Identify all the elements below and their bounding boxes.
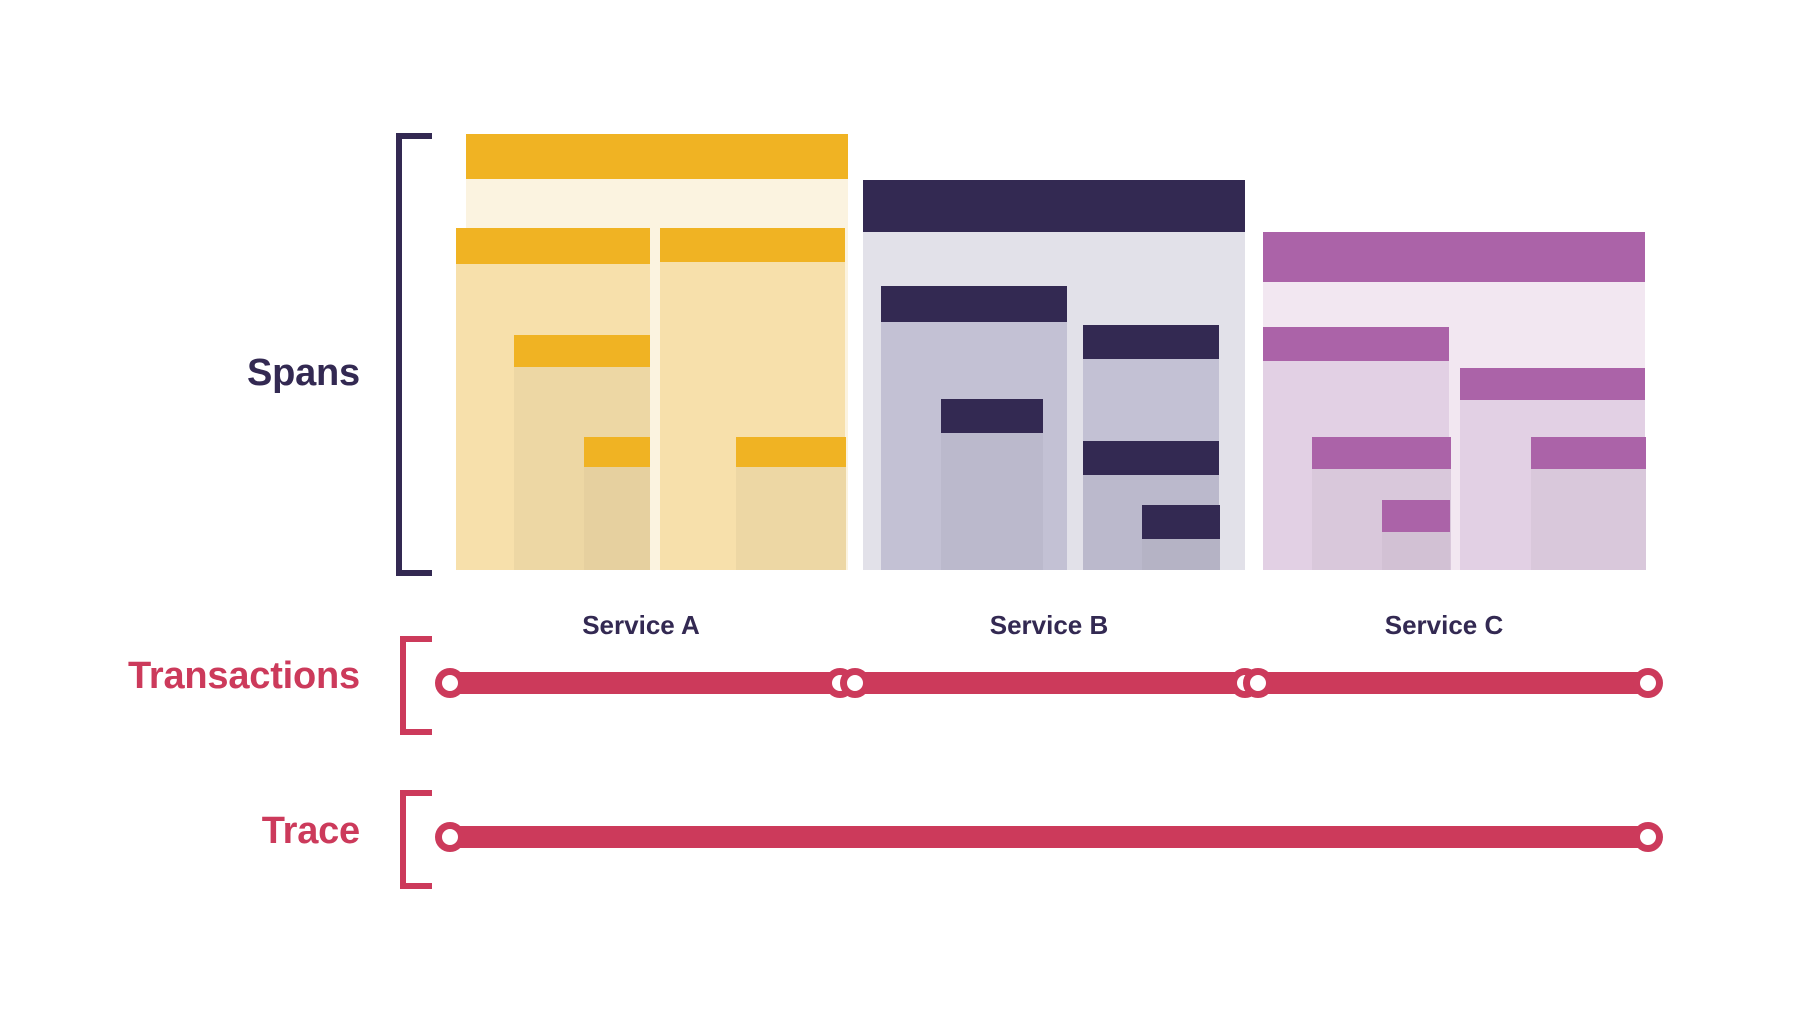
span-bar[interactable] [1531,437,1646,570]
span-bar[interactable] [941,399,1043,570]
span-bar-head [736,437,846,467]
span-bar-head [1460,368,1645,400]
span-bar-head [1312,437,1451,469]
service-group [1263,232,1646,570]
service-caption: Service A [582,610,700,640]
trace-bracket [400,790,432,889]
span-bar[interactable] [584,437,650,570]
transaction-start-node[interactable] [435,668,465,698]
spans-row-label: Spans [246,352,360,394]
transaction-line[interactable] [1258,672,1648,694]
span-bar-head [456,228,650,264]
span-bar-head [514,335,650,367]
span-bar-head [881,286,1067,322]
span-bar-head [1263,327,1449,361]
span-bar-head [466,134,848,179]
span-bar-head [584,437,650,467]
transaction-start-node[interactable] [840,668,870,698]
span-bar-head [1382,500,1450,532]
span-bar[interactable] [1382,500,1450,570]
spans-area [456,134,1646,570]
span-bar-head [660,228,845,262]
service-group [456,134,848,570]
span-bar-body [1531,469,1646,570]
transaction-start-node[interactable] [1243,668,1273,698]
transactions-row-label: Transactions [127,655,360,697]
span-bar-body [1382,532,1450,570]
service-caption: Service C [1384,610,1504,640]
span-bar-head [1263,232,1645,282]
span-bar-head [1142,505,1220,539]
span-bar-body [736,467,846,570]
transaction-line[interactable] [450,672,840,694]
trace-line[interactable] [450,826,1648,848]
transaction-line[interactable] [855,672,1245,694]
span-bar-head [1531,437,1646,469]
trace-end-node[interactable] [1633,822,1663,852]
trace-start-node[interactable] [435,822,465,852]
span-bar-body [941,433,1043,570]
span-bar-body [584,467,650,570]
span-bar[interactable] [1142,505,1220,570]
span-bar-body [1142,539,1220,570]
span-bar-head [941,399,1043,433]
service-group [863,180,1245,570]
span-bar-head [863,180,1245,232]
span-bar-head [1083,441,1219,475]
service-caption: Service B [989,610,1109,640]
spans-bracket [396,133,432,576]
trace-row-label: Trace [261,810,361,852]
span-bar-head [1083,325,1219,359]
transaction-end-node[interactable] [1633,668,1663,698]
transactions-bracket [400,636,432,735]
span-bar[interactable] [736,437,846,570]
